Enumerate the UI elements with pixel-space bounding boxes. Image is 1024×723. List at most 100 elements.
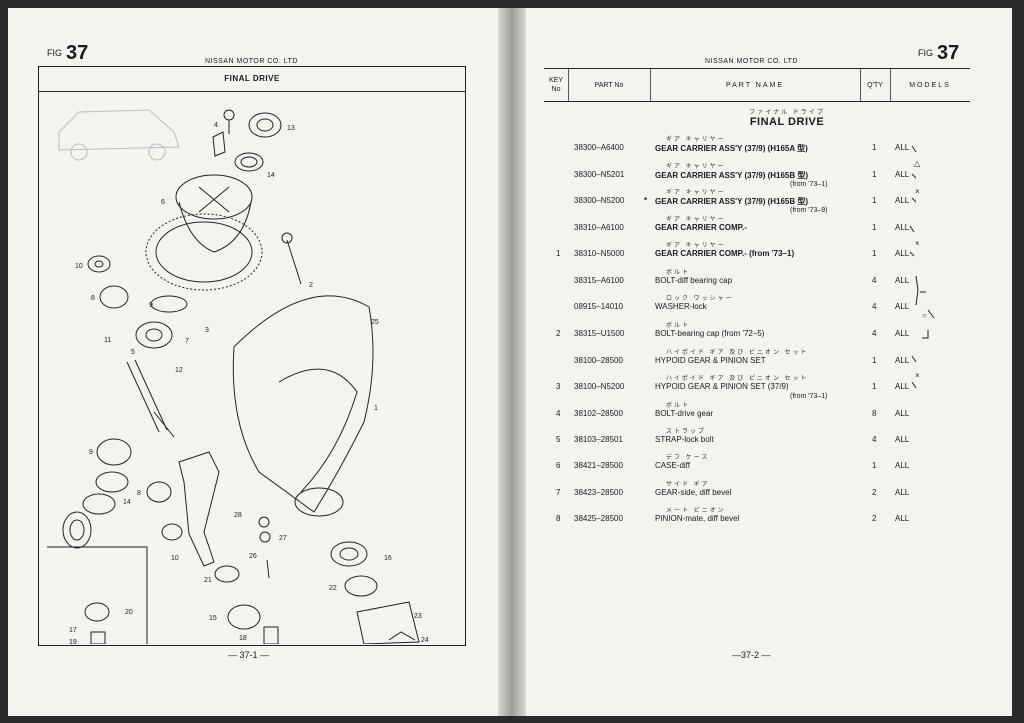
row-qty: 4 bbox=[872, 302, 877, 311]
row-from: (from '73–1) bbox=[790, 181, 828, 188]
mark-cross-1: × bbox=[915, 187, 920, 196]
mark-circle: ○ bbox=[922, 311, 927, 320]
row-name: HYPOID GEAR & PINION SET (37/9) bbox=[655, 382, 789, 391]
col-key-no: KEY No bbox=[544, 69, 569, 101]
callout-23: 23 bbox=[414, 613, 422, 620]
section-kana: ファイナル ドライブ bbox=[749, 110, 825, 116]
callout-16: 16 bbox=[384, 555, 392, 562]
mark-cross-2: × bbox=[915, 239, 920, 248]
callout-24: 24 bbox=[421, 637, 429, 644]
row-qty: 1 bbox=[872, 223, 877, 232]
row-kana: ロック ワッシャー bbox=[666, 296, 734, 302]
row-kana: ギア キャリヤー bbox=[666, 243, 726, 249]
parts-row: ギア キャリヤー 38300–A6400 GEAR CARRIER ASS'Y (3… bbox=[544, 134, 970, 160]
callout-22: 22 bbox=[329, 585, 337, 592]
callout-17: 17 bbox=[69, 627, 77, 634]
col-part-no: PART No bbox=[568, 69, 651, 101]
callout-5: 5 bbox=[131, 349, 135, 356]
row-models: ALL bbox=[895, 409, 910, 418]
callout-9: 9 bbox=[149, 302, 153, 309]
row-part-no: 38425–28500 bbox=[574, 514, 623, 523]
mark-triangle: △ bbox=[914, 159, 921, 168]
row-models: ALL bbox=[895, 143, 910, 152]
row-name: WASHER-lock bbox=[655, 302, 707, 311]
row-models: ALL bbox=[895, 382, 910, 391]
row-part-no: 38300–A6400 bbox=[574, 143, 624, 152]
callout-1: 1 bbox=[374, 405, 378, 412]
row-qty: 4 bbox=[872, 435, 877, 444]
callout-12: 12 bbox=[175, 367, 183, 374]
row-qty: 1 bbox=[872, 196, 877, 205]
row-part-no: 38421–28500 bbox=[574, 461, 623, 470]
left-fig-number: 37 bbox=[66, 42, 89, 64]
row-models: ALL bbox=[895, 170, 910, 179]
row-name: GEAR CARRIER ASS'Y (37/9) (H165B 型) bbox=[655, 197, 809, 206]
row-part-no: 38102–28500 bbox=[574, 409, 623, 418]
row-part-no: 38310–A6100 bbox=[574, 223, 624, 232]
parts-row: サイド ギア 7 38423–28500 GEAR-side, diff bevel 2… bbox=[544, 479, 970, 505]
callout-18: 18 bbox=[239, 635, 247, 642]
row-models: ALL bbox=[895, 488, 910, 497]
row-kana: ギア キャリヤー bbox=[666, 137, 726, 143]
row-qty: 8 bbox=[872, 409, 877, 418]
callout-10b: 10 bbox=[171, 555, 179, 562]
row-part-no: 38103–28501 bbox=[574, 435, 623, 444]
row-name: GEAR CARRIER ASS'Y (37/9) (H165B 型) bbox=[655, 171, 809, 180]
callout-8: 8 bbox=[91, 295, 95, 302]
row-key: 8 bbox=[556, 514, 561, 523]
row-name: GEAR CARRIER ASS'Y (37/9) (H165A 型) bbox=[655, 144, 808, 153]
row-name: BOLT-drive gear bbox=[655, 409, 714, 418]
row-kana: サイド ギア bbox=[666, 482, 710, 488]
callout-2: 2 bbox=[309, 282, 313, 289]
row-kana: ハイポイド ギア 及び ピニオン セット bbox=[666, 350, 809, 356]
row-part-no: 38315–A6100 bbox=[574, 276, 624, 285]
right-page bbox=[518, 8, 1012, 716]
left-fig-label: FIG bbox=[47, 48, 62, 58]
row-key: 5 bbox=[556, 435, 561, 444]
row-models: ALL bbox=[895, 249, 910, 258]
row-key: 1 bbox=[556, 249, 561, 258]
callout-3: 3 bbox=[205, 327, 209, 334]
row-part-no: 38423–28500 bbox=[574, 488, 623, 497]
row-qty: 2 bbox=[872, 488, 877, 497]
book-gutter bbox=[498, 8, 526, 716]
diagram-frame: FINAL DRIVE bbox=[38, 66, 466, 646]
row-qty: 4 bbox=[872, 329, 877, 338]
row-name: CASE-diff bbox=[655, 461, 690, 470]
row-models: ALL bbox=[895, 302, 910, 311]
callout-21: 21 bbox=[204, 577, 212, 584]
col-models: MODELS bbox=[909, 81, 951, 89]
row-key: 6 bbox=[556, 461, 561, 470]
row-kana: ストラップ bbox=[666, 429, 707, 435]
row-name: HYPOID GEAR & PINION SET bbox=[655, 356, 766, 365]
callout-26: 26 bbox=[249, 553, 257, 560]
callout-7: 7 bbox=[185, 338, 189, 345]
callout-25: 25 bbox=[371, 319, 379, 326]
row-name: GEAR CARRIER COMP.- bbox=[655, 223, 747, 232]
mark-cross-3: × bbox=[915, 371, 920, 380]
row-key: 7 bbox=[556, 488, 561, 497]
row-qty: 1 bbox=[872, 461, 877, 470]
row-part-no: 38100–N5200 bbox=[574, 382, 625, 391]
right-page-number: —37-2 — bbox=[732, 650, 771, 660]
row-kana: ボルト bbox=[666, 403, 691, 409]
row-kana: デフ ケース bbox=[666, 455, 710, 461]
row-qty: 4 bbox=[872, 276, 877, 285]
row-qty: 1 bbox=[872, 143, 877, 152]
callout-14: 14 bbox=[267, 172, 275, 179]
right-fig-number: 37 bbox=[937, 42, 960, 64]
callout-14b: 14 bbox=[123, 499, 131, 506]
row-kana: ボルト bbox=[666, 270, 691, 276]
row-part-no: 38300–N5200 bbox=[574, 196, 625, 205]
row-name: GEAR-side, diff bevel bbox=[655, 488, 732, 497]
